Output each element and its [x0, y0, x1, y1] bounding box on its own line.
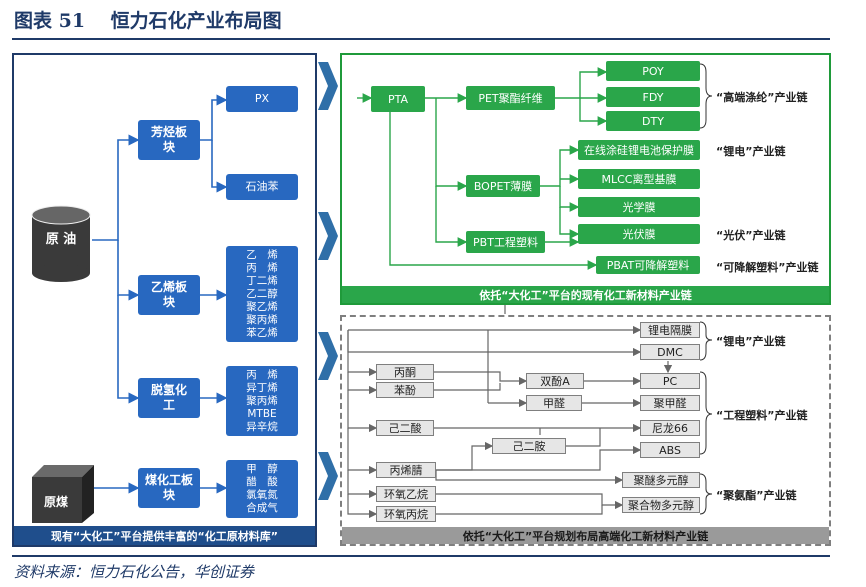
product-poy: POY: [606, 61, 700, 81]
input-acrylonitrile: 丙烯腈: [376, 462, 436, 478]
chain-label-battery-planned: “锂电”产业链: [716, 335, 786, 348]
product-item: 丙 烯: [246, 261, 278, 274]
output-nylon66: 尼龙66: [640, 420, 700, 436]
product-item: 丙 烯: [246, 368, 278, 381]
product-item: 苯乙烯: [246, 326, 278, 339]
input-acetone: 丙酮: [376, 364, 434, 380]
crude-oil-cylinder-icon: [31, 205, 91, 282]
product-item: 聚丙烯: [246, 394, 278, 407]
chain-label-degradable: “可降解塑料”产业链: [716, 261, 819, 274]
product-item: 聚丙烯: [246, 313, 278, 326]
product-item: 合成气: [246, 502, 278, 514]
chain-label-polyester: “高端涤纶”产业链: [716, 91, 808, 104]
raw-material-caption: 现有“大化工”平台提供丰富的“化工原材料库”: [14, 526, 315, 545]
dehydrogenation-block: 脱氢化工: [138, 378, 200, 418]
product-px: PX: [226, 86, 298, 112]
product-item: 乙 烯: [246, 248, 278, 261]
pbt-plastic-box: PBT工程塑料: [466, 231, 545, 253]
existing-new-material-panel: [340, 53, 831, 305]
product-pbat: PBAT可降解塑料: [596, 256, 700, 274]
coal-cube-icon: [32, 465, 94, 523]
intermediate-hexamethylenediamine: 己二胺: [492, 438, 566, 454]
bopet-film-box: BOPET薄膜: [466, 175, 540, 197]
intermediate-bisphenol-a: 双酚A: [526, 373, 584, 389]
product-item: 异辛烷: [246, 420, 278, 433]
product-item: 异丁烯: [246, 381, 278, 394]
planned-chain-caption: 依托“大化工”平台规划布局高端化工新材料产业链: [342, 527, 829, 544]
product-item: 聚乙烯: [246, 300, 278, 313]
intermediate-formaldehyde: 甲醛: [526, 395, 582, 411]
output-dmc: DMC: [640, 344, 700, 360]
product-item: 氯氧氮: [246, 489, 278, 501]
product-mlcc-film: MLCC离型基膜: [578, 169, 700, 189]
product-item: MTBE: [247, 407, 277, 420]
chain-label-polyurethane: “聚氨酯”产业链: [716, 489, 797, 502]
product-item: 醋 酸: [246, 476, 278, 488]
chain-label-engineering-plastic: “工程塑料”产业链: [716, 409, 808, 422]
input-propylene-oxide: 环氧丙烷: [376, 506, 436, 522]
product-item: 丁二烯: [246, 274, 278, 287]
figure-title: 图表 51 恒力石化产业布局图: [14, 10, 282, 32]
product-battery-film: 在线涂硅锂电池保护膜: [578, 140, 700, 160]
product-item: 甲 醇: [246, 463, 278, 475]
title-rule: [12, 38, 830, 40]
input-adipic-acid: 己二酸: [376, 420, 434, 436]
product-fdy: FDY: [606, 87, 700, 107]
output-pc: PC: [640, 373, 700, 389]
coal-chemical-products: 甲 醇 醋 酸 氯氧氮 合成气: [226, 460, 298, 518]
ethylene-block: 乙烯板块: [138, 275, 200, 315]
output-polyether-polyol: 聚醚多元醇: [622, 472, 700, 488]
coal-chemical-block: 煤化工板块: [138, 468, 200, 508]
product-optical-film: 光学膜: [578, 197, 700, 217]
existing-chain-caption: 依托“大化工”平台的现有化工新材料产业链: [342, 286, 829, 303]
source-note: 资料来源：恒力石化公告，华创证券: [14, 563, 255, 581]
footer-rule: [12, 555, 830, 557]
raw-material-panel: [12, 53, 317, 547]
pet-fiber-box: PET聚酯纤维: [466, 86, 555, 110]
coal-label: 原煤: [43, 495, 68, 509]
output-polymer-polyol: 聚合物多元醇: [622, 497, 700, 513]
flow-chevrons: [318, 62, 338, 500]
input-phenol: 苯酚: [376, 382, 434, 398]
pta-box: PTA: [371, 86, 425, 112]
product-item: 乙二醇: [246, 287, 278, 300]
crude-oil-label: 原 油: [45, 232, 77, 247]
input-ethylene-oxide: 环氧乙烷: [376, 486, 436, 502]
aromatics-block: 芳烃板块: [138, 120, 200, 160]
output-abs: ABS: [640, 442, 700, 458]
chain-label-battery: “锂电”产业链: [716, 145, 786, 158]
chain-label-pv: “光伏”产业链: [716, 229, 786, 242]
planned-new-material-panel: [340, 315, 831, 546]
product-dty: DTY: [606, 111, 700, 131]
dehydrogenation-products: 丙 烯 异丁烯 聚丙烯 MTBE 异辛烷: [226, 366, 298, 436]
output-separator: 锂电隔膜: [640, 322, 700, 338]
output-pom: 聚甲醛: [640, 395, 700, 411]
ethylene-products: 乙 烯 丙 烯 丁二烯 乙二醇 聚乙烯 聚丙烯 苯乙烯: [226, 246, 298, 342]
product-benzene: 石油苯: [226, 174, 298, 200]
product-pv-film: 光伏膜: [578, 224, 700, 244]
